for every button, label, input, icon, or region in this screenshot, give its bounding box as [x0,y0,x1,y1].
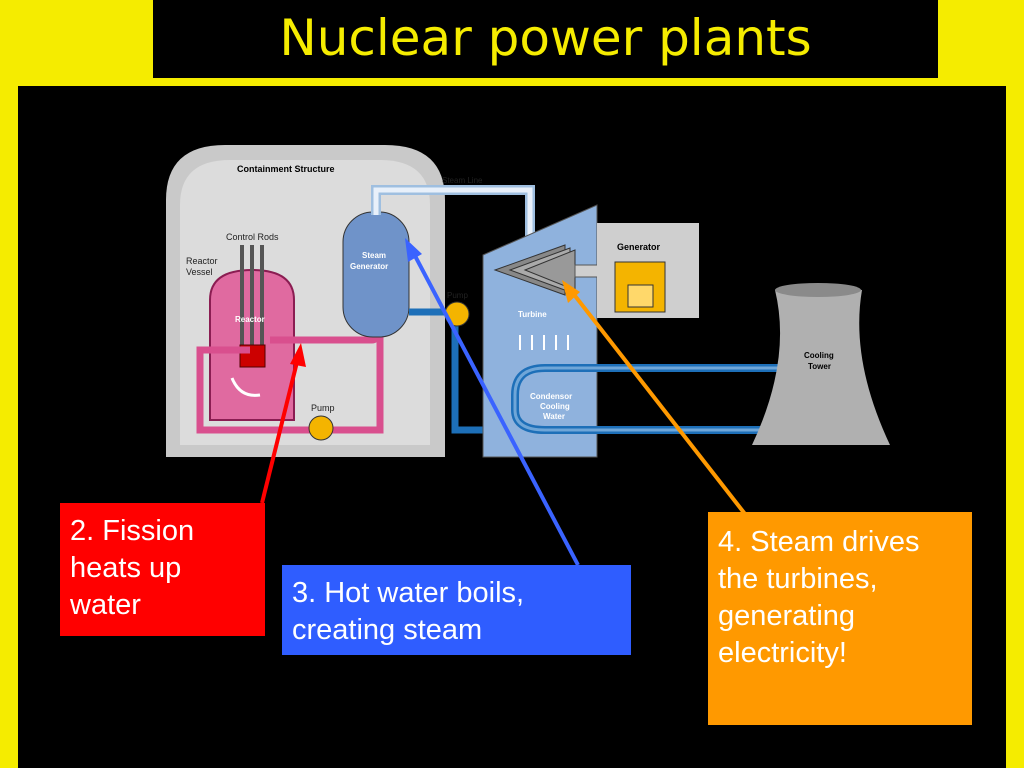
steam-flow-arrows [519,335,569,350]
callout-steam: 3. Hot water boils, creating steam [282,565,631,655]
generator-window [627,284,654,308]
control-rods-label: Control Rods [226,232,279,242]
steam-line-label: Steam Line [442,176,483,185]
title-bar: Nuclear power plants [153,0,938,78]
steam-generator [342,211,410,338]
control-rod [260,245,264,345]
steam-pointer-arrow [411,251,580,566]
containment-structure-label: Containment Structure [237,164,335,174]
reactor-label: Reactor [235,315,265,324]
control-rod [250,245,254,345]
reactor-vessel-label-2: Vessel [186,267,213,277]
steam-generator-label-2: Generator [350,262,388,271]
cooling-tower-label-2: Tower [808,362,831,371]
reactor-vessel-label-1: Reactor [186,256,218,266]
pump-secondary-label: Pump [447,291,468,300]
condenser-label-1: Condensor [530,392,572,401]
control-rod [240,245,244,345]
pump-icon [308,415,334,441]
fission-pointer-arrow [260,357,300,504]
turbine-label: Turbine [518,310,547,319]
steam-generator-label-1: Steam [362,251,386,260]
condenser-label-3: Water [543,412,565,421]
primary-loop-pipe [196,285,384,434]
circulation-arrow [230,377,261,397]
turbine-pointer-arrowhead [562,280,580,303]
steam-pointer-arrowhead [405,238,422,262]
callout-fission: 2. Fission heats up water [60,503,265,636]
fission-pointer-arrowhead [290,343,306,367]
cooling-tower [752,286,890,445]
pump-primary-label: Pump [311,403,335,413]
condenser-label-2: Cooling [540,402,570,411]
callout-turbine: 4. Steam drives the turbines, generating… [708,512,972,725]
cooling-tower-top [775,283,861,297]
slide-title: Nuclear power plants [279,9,812,67]
generator-label: Generator [617,242,661,252]
steam-line-pipe [373,187,533,245]
cooling-tower-label-1: Cooling [804,351,834,360]
condenser-loop-pipe [513,366,780,432]
turbine-pointer-arrow [570,290,747,516]
